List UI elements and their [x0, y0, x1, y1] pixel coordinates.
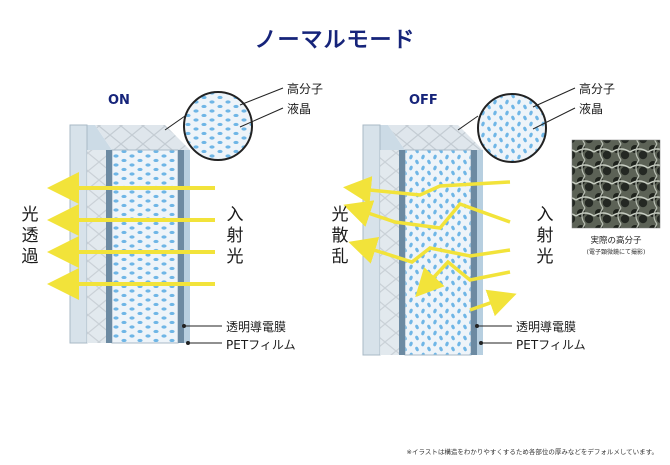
on-lc-layer: [111, 149, 179, 344]
off-right-label: 入 射 光: [536, 205, 554, 267]
off-left-label: 光 散 乱: [331, 205, 349, 267]
off-pet-strip: [477, 150, 483, 355]
off-back-glass-front: [362, 124, 381, 356]
off-zoom-circle: [457, 87, 576, 163]
photo-subcaption: (電子顕微鏡にて撮影): [586, 249, 646, 256]
on-light-rays: [47, 172, 215, 300]
off-panel-stack: [362, 124, 483, 356]
on-top-face: [95, 125, 190, 150]
on-state-label: ON: [108, 93, 130, 108]
off-ray-1: [343, 176, 511, 205]
off-ray-2: [343, 200, 511, 230]
on-layer-label-electrode: 透明導電膜: [226, 320, 287, 334]
off-layer-label-electrode: 透明導電膜: [516, 320, 577, 334]
on-micro-label-lc: 液晶: [287, 102, 312, 116]
page-title: ノーマルモード: [254, 28, 416, 53]
off-micro-label-polymer: 高分子: [579, 82, 616, 96]
on-electrode-strip: [178, 150, 184, 343]
on-zoom-circle: [164, 87, 284, 161]
on-micro-label-polymer: 高分子: [287, 82, 324, 96]
off-electrode-strip: [471, 150, 477, 355]
on-pet-strip: [184, 150, 190, 343]
footnote: ※イラストは構造をわかりやすくするため各部位の厚みなどをデフォルメしています。: [406, 448, 658, 456]
off-state-label: OFF: [409, 93, 438, 108]
on-left-label: 光 透 過: [21, 205, 39, 267]
off-ray-5: [469, 289, 517, 317]
off-micro-label-lc: 液晶: [579, 102, 604, 116]
off-top-face: [388, 125, 483, 150]
on-back-glass-front: [69, 124, 88, 344]
off-ray-4: [415, 259, 511, 298]
on-right-label: 入 射 光: [226, 205, 244, 267]
polymer-photo: [571, 139, 661, 229]
photo-caption: 実際の高分子: [590, 236, 642, 246]
on-layer-label-pet: PETフィルム: [226, 338, 296, 352]
on-panel-stack: [69, 124, 190, 344]
off-layer-label-pet: PETフィルム: [516, 338, 586, 352]
off-ray-3: [348, 236, 511, 264]
off-light-rays: [343, 176, 517, 317]
